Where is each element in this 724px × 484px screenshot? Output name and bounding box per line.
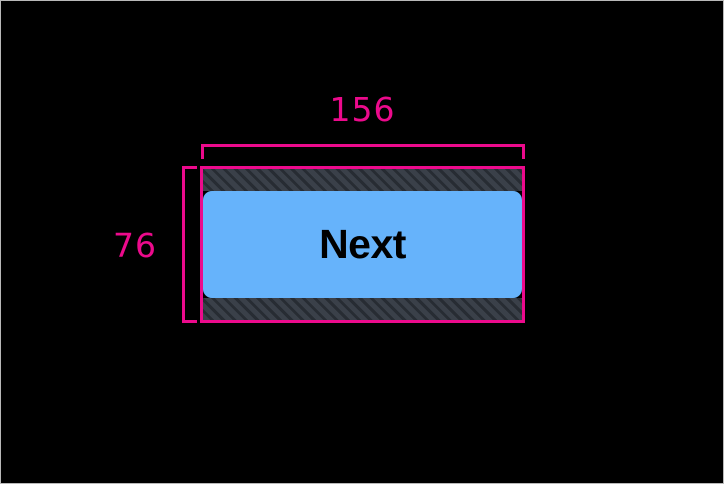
height-dimension-label: 76: [113, 226, 157, 265]
padding-hatch-top: [203, 169, 522, 191]
height-bracket-tick-top: [182, 166, 197, 169]
height-bracket-tick-bottom: [182, 320, 197, 323]
width-dimension-label: 156: [329, 90, 396, 129]
width-bracket-tick-right: [522, 144, 525, 159]
element-box-content: Next: [203, 169, 522, 320]
height-dimension-bracket: [182, 166, 198, 323]
padding-hatch-bottom: [203, 298, 522, 320]
element-bounding-box: Next: [200, 166, 525, 323]
height-bracket-bar: [182, 166, 185, 323]
width-dimension-bracket: [201, 144, 525, 160]
next-button[interactable]: Next: [203, 191, 522, 298]
width-bracket-bar: [201, 144, 525, 147]
width-bracket-tick-left: [201, 144, 204, 159]
next-button-label: Next: [319, 221, 406, 267]
